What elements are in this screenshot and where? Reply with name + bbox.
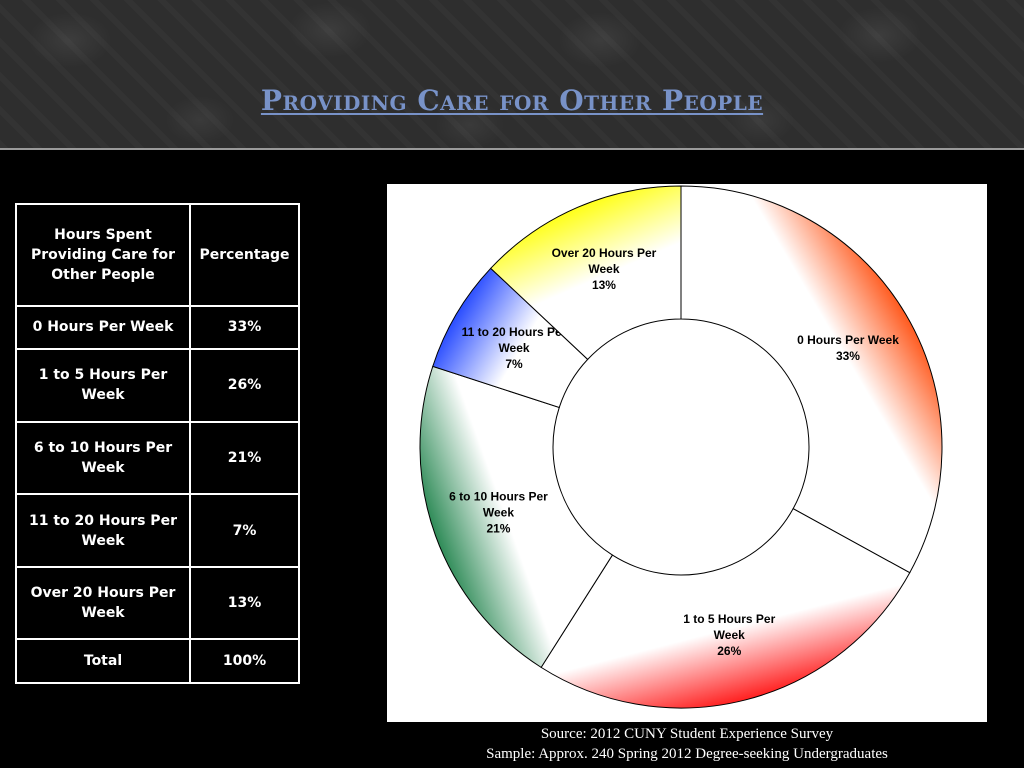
table-header-percentage: Percentage — [189, 203, 300, 307]
table-header-row: Hours Spent Providing Care for Other Peo… — [15, 203, 300, 307]
table-header-hours: Hours Spent Providing Care for Other Peo… — [15, 203, 191, 307]
donut-slice-4 — [490, 185, 682, 361]
table-cell-value: 21% — [189, 420, 300, 496]
donut-slice-0 — [680, 185, 943, 574]
table-cell-label: 1 to 5 Hours Per Week — [15, 348, 191, 423]
header-divider — [0, 148, 1024, 150]
table-cell-label: Total — [15, 638, 191, 684]
table-cell-value: 100% — [189, 638, 300, 684]
table-row: 6 to 10 Hours Per Week 21% — [15, 420, 300, 496]
table-cell-label: 11 to 20 Hours Per Week — [15, 493, 191, 568]
table-cell-label: Over 20 Hours Per Week — [15, 565, 191, 641]
table-row-total: Total 100% — [15, 638, 300, 684]
table-cell-label: 0 Hours Per Week — [15, 304, 191, 351]
table-row: 1 to 5 Hours Per Week 26% — [15, 348, 300, 423]
table-cell-value: 26% — [189, 348, 300, 423]
table-cell-label: 6 to 10 Hours Per Week — [15, 420, 191, 496]
sample-line: Sample: Approx. 240 Spring 2012 Degree-s… — [486, 746, 888, 762]
table-row: 0 Hours Per Week 33% — [15, 304, 300, 351]
table-cell-value: 33% — [189, 304, 300, 351]
table-row: 11 to 20 Hours Per Week 7% — [15, 493, 300, 568]
slide-title: Providing Care for Other People — [260, 84, 764, 117]
source-note: Source: 2012 CUNY Student Experience Sur… — [387, 724, 987, 764]
table-cell-value: 7% — [189, 493, 300, 568]
source-line: Source: 2012 CUNY Student Experience Sur… — [540, 726, 834, 742]
hours-table: Hours Spent Providing Care for Other Peo… — [15, 203, 300, 684]
table-row: Over 20 Hours Per Week 13% — [15, 565, 300, 641]
donut-slice-2 — [419, 365, 614, 669]
donut-slice-1 — [540, 507, 911, 709]
table-cell-value: 13% — [189, 565, 300, 641]
header-banner — [0, 0, 1024, 148]
